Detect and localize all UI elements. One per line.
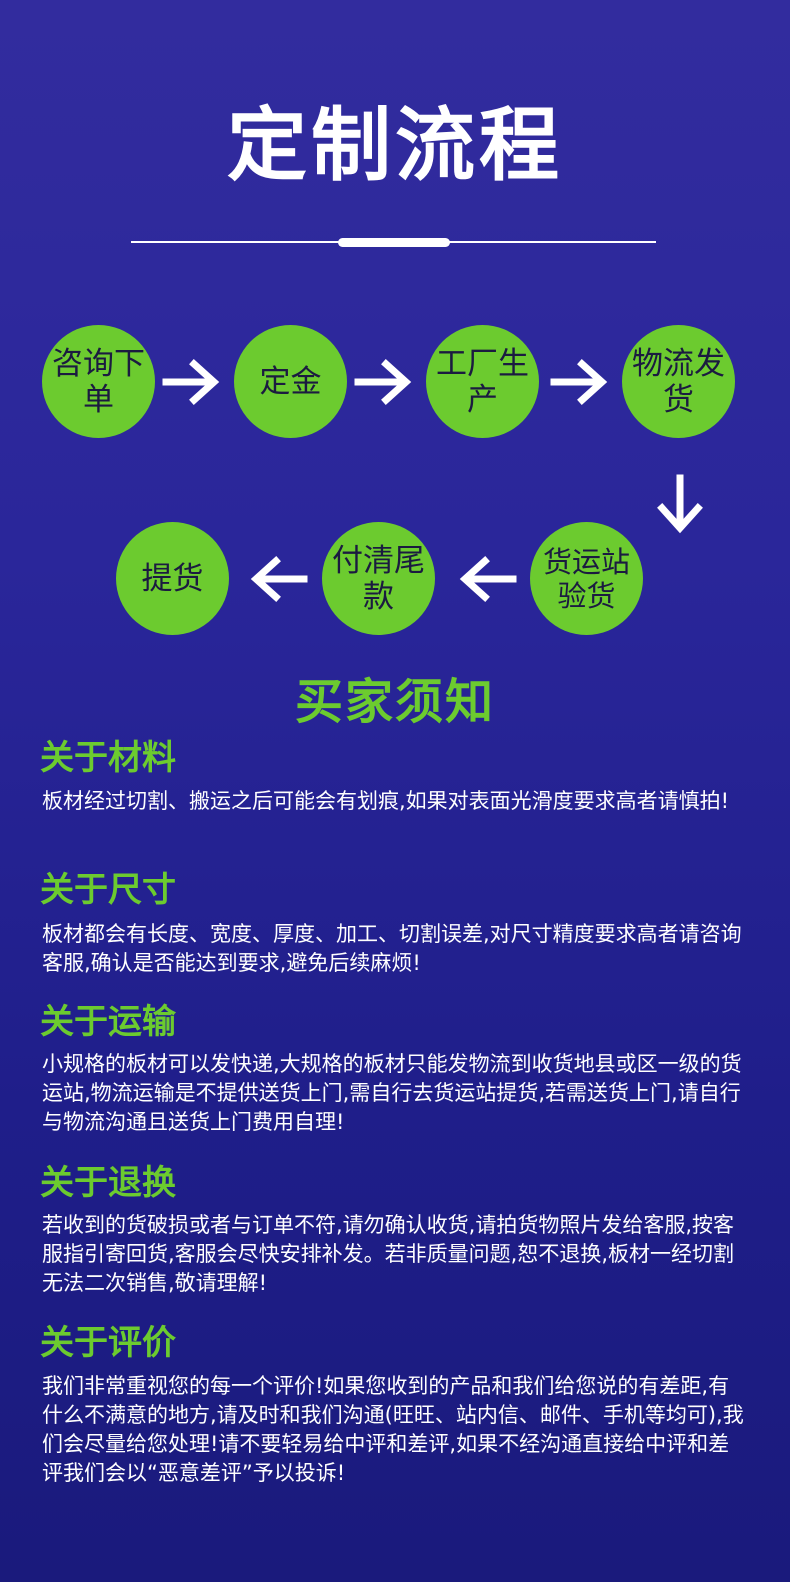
page-title: 定制流程 bbox=[227, 99, 563, 192]
arrow-right-icon bbox=[354, 359, 412, 405]
flow-step-deposit: 定金 bbox=[234, 325, 347, 438]
title-divider-accent bbox=[338, 238, 450, 247]
flow-step-consult-order: 咨询下单 bbox=[42, 325, 155, 438]
section-title-reviews: 关于评价 bbox=[40, 1323, 176, 1363]
section-title-returns: 关于退换 bbox=[40, 1163, 176, 1203]
flow-step-factory-production: 工厂生产 bbox=[426, 325, 539, 438]
flow-step-label: 定金 bbox=[259, 363, 322, 400]
arrow-left-icon bbox=[250, 556, 308, 602]
section-body-shipping: 小规格的板材可以发快递,大规格的板材只能发物流到收货地县或区一级的货运站,物流运… bbox=[42, 1052, 742, 1134]
flow-step-freight-station-inspection: 货运站验货 bbox=[530, 522, 643, 635]
arrow-right-icon bbox=[162, 359, 220, 405]
arrow-down-icon bbox=[657, 474, 703, 534]
flow-step-final-payment: 付清尾款 bbox=[322, 522, 435, 635]
arrow-right-icon bbox=[550, 359, 608, 405]
flow-step-label: 付清尾款 bbox=[332, 542, 425, 615]
arrow-left-icon bbox=[459, 556, 517, 602]
flow-step-label: 工厂生产 bbox=[436, 345, 529, 418]
section-body-materials: 板材经过切割、搬运之后可能会有划痕,如果对表面光滑度要求高者请慎拍! bbox=[42, 789, 730, 813]
section-body-dimensions: 板材都会有长度、宽度、厚度、加工、切割误差,对尺寸精度要求高者请咨询客服,确认是… bbox=[42, 922, 742, 975]
flow-step-pickup: 提货 bbox=[116, 522, 229, 635]
flow-step-label: 物流发货 bbox=[632, 345, 725, 418]
section-title-shipping: 关于运输 bbox=[40, 1002, 176, 1042]
section-body-returns: 若收到的货破损或者与订单不符,请勿确认收货,请拍货物照片发给客服,按客服指引寄回… bbox=[42, 1213, 735, 1295]
section-title-materials: 关于材料 bbox=[40, 738, 176, 778]
flow-step-label: 货运站验货 bbox=[542, 544, 630, 613]
section-title-dimensions: 关于尺寸 bbox=[40, 870, 176, 910]
section-body-reviews: 我们非常重视您的每一个评价!如果您收到的产品和我们给您说的有差距,有什么不满意的… bbox=[42, 1374, 744, 1485]
buyer-notice-heading: 买家须知 bbox=[294, 674, 495, 730]
flow-step-logistics-shipping: 物流发货 bbox=[622, 325, 735, 438]
flow-step-label: 提货 bbox=[141, 560, 204, 597]
flow-step-label: 咨询下单 bbox=[52, 345, 145, 418]
